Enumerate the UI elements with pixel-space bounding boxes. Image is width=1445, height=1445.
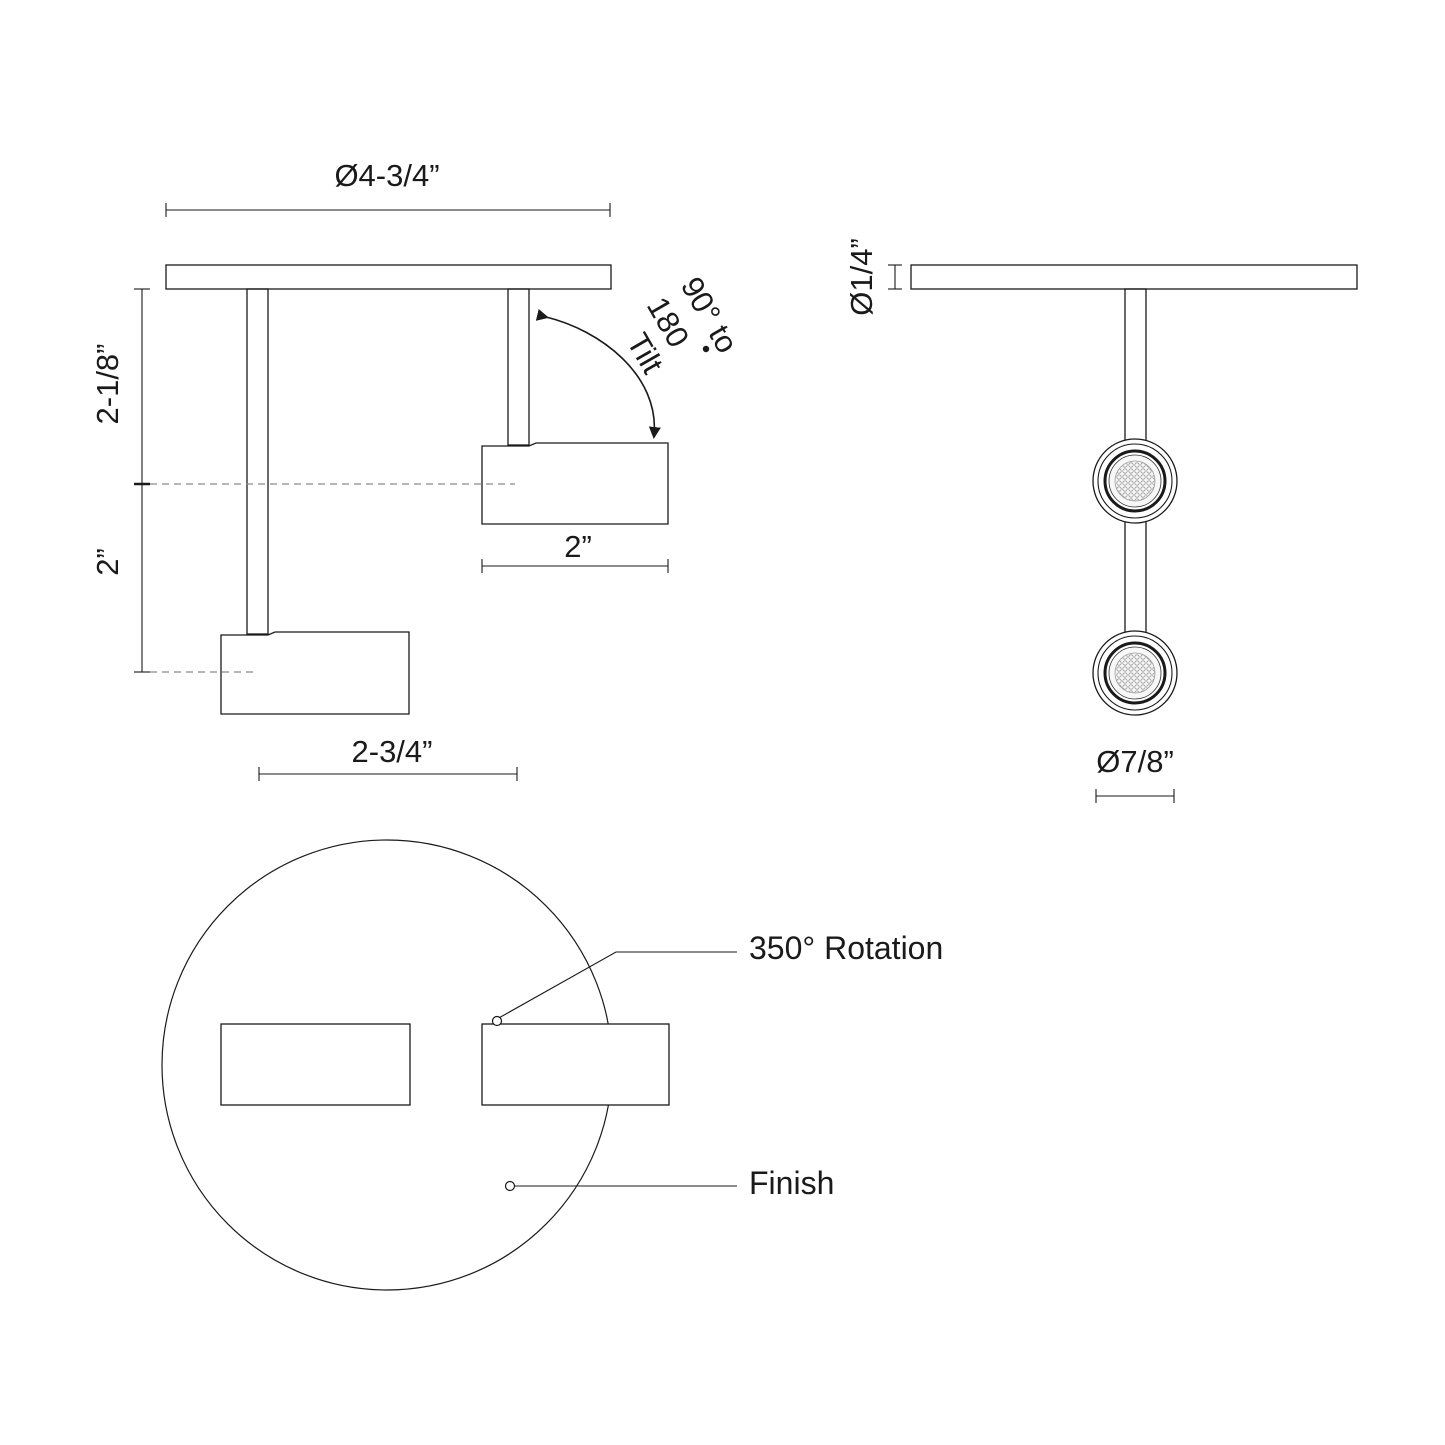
tilt-indicator: 90° to 180 Tilt	[535, 271, 745, 439]
upper-head-dimension: 2”	[481, 529, 669, 573]
rotation-label: 350° Rotation	[749, 930, 943, 966]
canopy-side	[165, 264, 612, 290]
rotation-callout: 350° Rotation	[491, 930, 943, 1027]
lower-head	[220, 631, 410, 715]
canopy-diameter-label: Ø4-3/4”	[334, 158, 439, 193]
short-stem	[507, 288, 530, 446]
stem-dimension: Ø1/4”	[844, 238, 902, 316]
lower-height-label: 2”	[90, 548, 125, 576]
front-view: Ø1/4” Ø7/8”	[844, 238, 1358, 803]
upper-head-length-label: 2”	[564, 529, 592, 564]
canopy-dimension: Ø4-3/4”	[165, 158, 611, 217]
height-dimensions: 2-1/8” 2”	[90, 288, 515, 673]
long-stem	[246, 288, 269, 635]
side-view: Ø4-3/4” 2-1/8” 2” 2” 2-3/4”	[90, 158, 745, 781]
finish-label: Finish	[749, 1165, 834, 1201]
lower-head-length-label: 2-3/4”	[352, 734, 433, 769]
upper-head	[481, 442, 669, 525]
head-diameter-label: Ø7/8”	[1096, 744, 1174, 779]
degree-dot-icon	[702, 345, 710, 353]
lower-head-top	[220, 1023, 411, 1106]
top-view: 350° Rotation Finish	[161, 839, 943, 1291]
head-dimension: Ø7/8”	[1095, 744, 1175, 803]
lower-spotlight-face	[1092, 630, 1178, 716]
tilt-arrow	[535, 309, 661, 439]
upper-height-label: 2-1/8”	[90, 344, 125, 425]
canopy-front	[910, 264, 1358, 290]
lower-head-dimension: 2-3/4”	[258, 734, 518, 781]
upper-head-top	[481, 1023, 670, 1106]
upper-spotlight-face	[1092, 438, 1178, 524]
finish-callout: Finish	[504, 1165, 834, 1201]
stem-diameter-label: Ø1/4”	[844, 238, 879, 316]
